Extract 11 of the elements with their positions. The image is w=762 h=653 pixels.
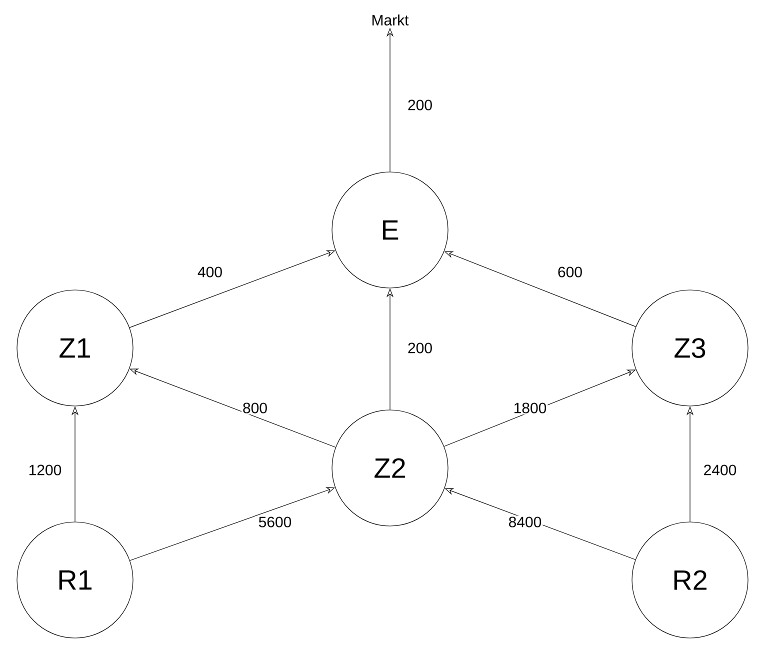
edge-label: 600 (556, 266, 584, 278)
edge-label: 2400 (702, 464, 738, 476)
edge-label: 5600 (257, 516, 293, 528)
edge-label: 400 (196, 266, 224, 278)
edge-label: 1800 (512, 402, 548, 414)
edge-label: 1200 (27, 464, 63, 476)
edge-label: 200 (406, 342, 434, 354)
node-label: Markt (372, 14, 409, 26)
edge-label: 800 (242, 402, 269, 414)
edge-label: 200 (406, 98, 434, 112)
edge-label: 8400 (507, 516, 543, 528)
